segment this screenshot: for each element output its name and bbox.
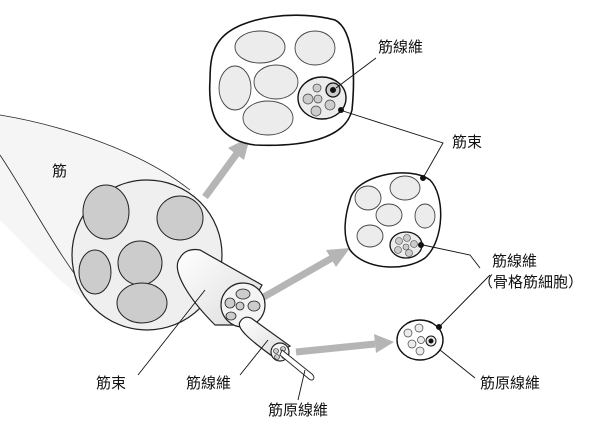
muscle: [0, 114, 315, 381]
myofibril-cross-section: [396, 319, 444, 361]
arrowhead: [326, 248, 350, 267]
fiber-cross-section: [344, 172, 442, 268]
arrows: [202, 137, 394, 356]
label-muscle: 筋: [52, 162, 68, 180]
label-myofibril-left: 筋原線維: [268, 401, 329, 419]
arrow-to-fascicle-section: [202, 149, 241, 200]
label-fiber-top: 筋線維: [378, 38, 424, 56]
arrow-to-myofibril-section: [295, 340, 376, 356]
label-fiber-right-note: （骨格筋細胞）: [478, 273, 584, 291]
label-fiber-left: 筋線維: [186, 374, 232, 392]
label-fiber-right: 筋線維: [492, 252, 538, 270]
arrowhead: [374, 334, 394, 353]
fascicle-cross-section: [208, 14, 355, 147]
label-myofibril-right: 筋原線維: [480, 374, 541, 392]
arrow-to-fiber-section: [260, 254, 334, 302]
leader-lines: [137, 57, 491, 401]
label-fascicle-right: 筋束: [452, 133, 483, 151]
label-fascicle-left: 筋束: [96, 374, 127, 392]
